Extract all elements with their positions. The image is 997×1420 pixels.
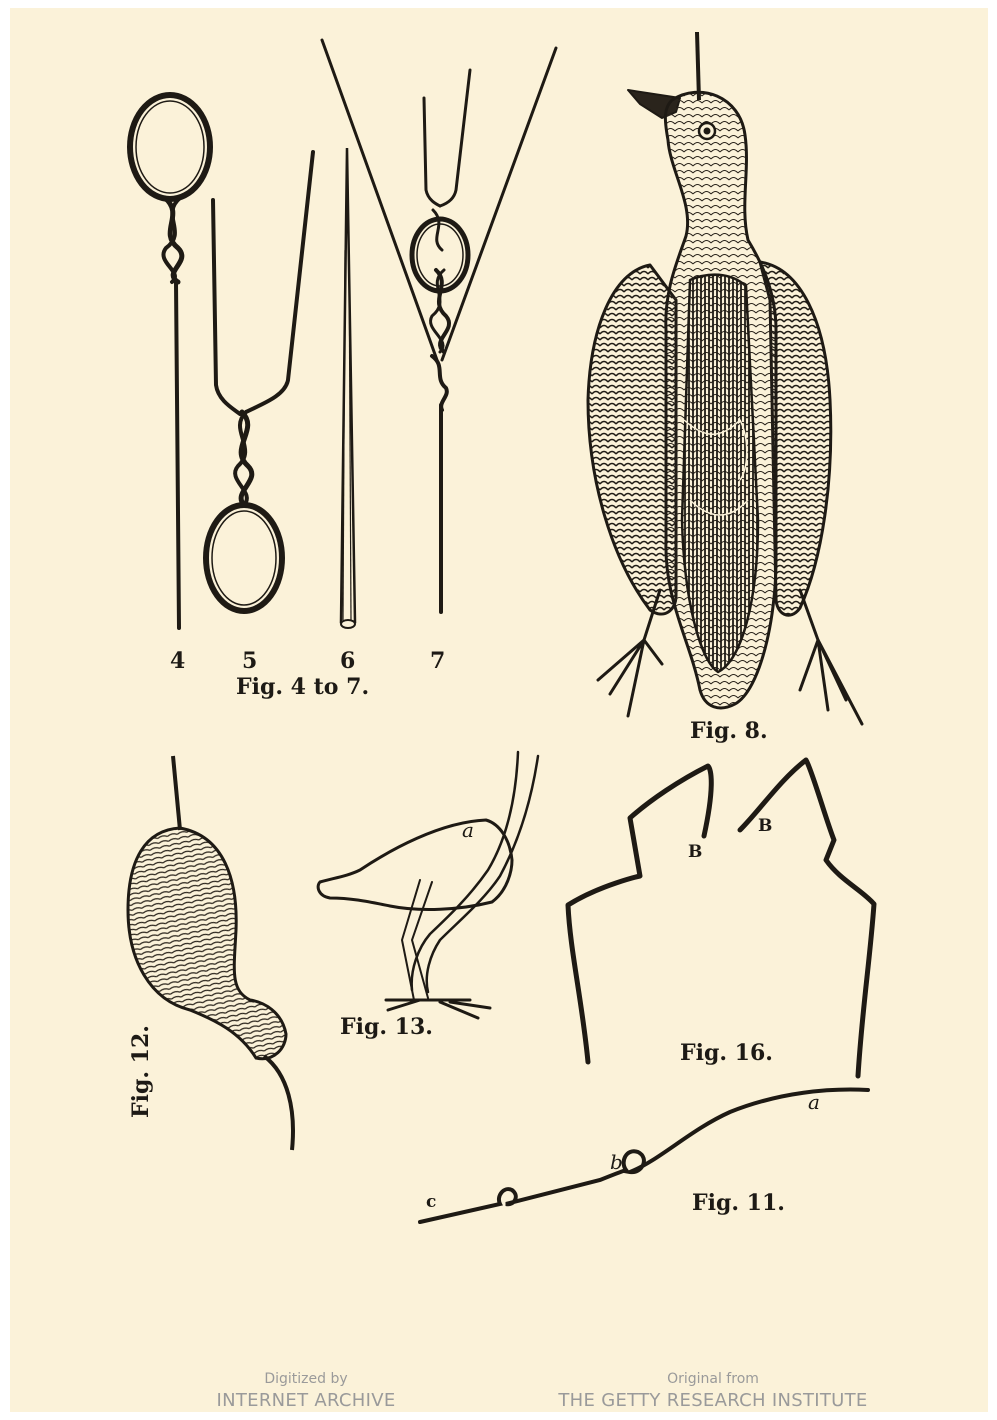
footer-left: Digitized by INTERNET ARCHIVE [196,1368,416,1412]
fig7-number: 7 [430,648,445,674]
footer-original-from: Original from [548,1368,878,1390]
fig11-curved-wire [420,1090,868,1222]
fig4-wire-with-loop [130,95,210,628]
fig13-label-a: a [462,818,474,842]
fig11-label-c: c [426,1192,436,1212]
fig16-caption: Fig. 16. [680,1040,773,1066]
fig6-straight-rod [341,148,355,628]
fig4-number: 4 [170,648,185,674]
fig16-label-b-right: B [758,816,772,836]
fig12-caption: Fig. 12. [128,1025,154,1118]
fig16-label-b-left: B [688,842,702,862]
fig7-assembled-frame [322,40,556,612]
fig11-label-a: a [808,1090,820,1114]
footer-digitized-by: Digitized by [196,1368,416,1390]
fig13-body-outline [318,752,538,1018]
fig8-caption: Fig. 8. [690,718,768,744]
fig5-number: 5 [242,648,257,674]
fig5-forked-wire [206,152,313,611]
fig4-7-caption: Fig. 4 to 7. [236,674,369,700]
footer-internet-archive: INTERNET ARCHIVE [196,1390,416,1412]
fig16-skin-pattern [568,760,874,1076]
fig6-number: 6 [340,648,355,674]
footer-getty-institute: THE GETTY RESEARCH INSTITUTE [548,1390,878,1412]
fig8-mounted-bird [588,32,862,724]
fig13-caption: Fig. 13. [340,1014,433,1040]
fig11-caption: Fig. 11. [692,1190,785,1216]
fig11-label-b: b [610,1150,623,1174]
footer-right: Original from THE GETTY RESEARCH INSTITU… [548,1368,878,1412]
